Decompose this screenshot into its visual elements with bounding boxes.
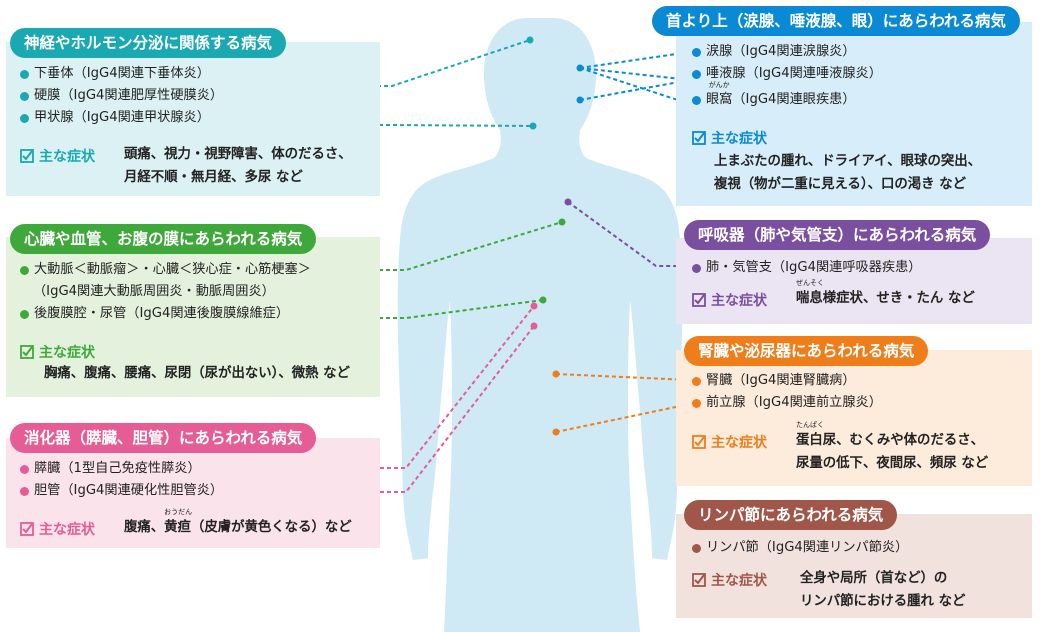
- panel-head-items: 涙腺（IgG4関連涙腺炎） 唾液腺（IgG4関連唾液腺炎） がんか眼窩（IgG4…: [692, 41, 882, 111]
- symptom-label: 主な症状: [20, 519, 95, 539]
- checkbox-icon: [692, 435, 706, 449]
- list-item: 甲状腺（IgG4関連甲状腺炎）: [20, 107, 223, 129]
- checkbox-icon: [20, 522, 34, 536]
- list-item: 膵臓（1型自己免疫性膵炎）: [20, 458, 223, 480]
- panel-hormone-items: 下垂体（IgG4関連下垂体炎） 硬膜（IgG4関連肥厚性硬膜炎） 甲状腺（IgG…: [20, 63, 223, 129]
- panel-hormone-title: 神経やホルモン分泌に関係する病気: [10, 28, 287, 58]
- list-item: 腎臓（IgG4関連腎臓病）: [692, 370, 882, 392]
- symptom-label: 主な症状: [20, 342, 95, 362]
- symptom-label: 主な症状: [20, 146, 95, 166]
- panel-digestive-symptoms: 腹痛、おうだん黄疸（皮膚が黄色くなる）など: [124, 508, 352, 535]
- list-item: 後腹膜腔・尿管（IgG4関連後腹膜線維症）: [20, 303, 311, 325]
- panel-head-title: 首より上（涙腺、唾液腺、眼）にあらわれる病気: [652, 6, 1020, 36]
- panel-respiratory-symptoms: ぜんそく喘息様症状、せき・たん など: [796, 279, 975, 306]
- panel-digestive-items: 膵臓（1型自己免疫性膵炎） 胆管（IgG4関連硬化性胆管炎）: [20, 458, 223, 502]
- panel-head: [676, 22, 1032, 206]
- panel-cardio-items: 大動脈＜動脈瘤＞・心臓＜狭心症・心筋梗塞＞ （IgG4関連大動脈周囲炎・動脈周囲…: [20, 259, 311, 325]
- symptom-label: 主な症状: [692, 128, 767, 148]
- panel-kidney-title: 腎臓や泌尿器にあらわれる病気: [684, 336, 929, 366]
- panel-respiratory-title: 呼吸器（肺や気管支）にあらわれる病気: [684, 220, 991, 250]
- list-item: 大動脈＜動脈瘤＞・心臓＜狭心症・心筋梗塞＞: [20, 259, 311, 281]
- checkbox-icon: [692, 293, 706, 307]
- panel-cardio-symptoms: 胸痛、腹痛、腰痛、尿閉（尿が出ない）、微熱 など: [44, 366, 350, 381]
- list-item: （IgG4関連大動脈周囲炎・動脈周囲炎）: [33, 284, 275, 299]
- checkbox-icon: [692, 573, 706, 587]
- panel-respiratory-items: 肺・気管支（IgG4関連呼吸器疾患）: [692, 257, 922, 279]
- panel-kidney-items: 腎臓（IgG4関連腎臓病） 前立腺（IgG4関連前立腺炎）: [692, 370, 882, 414]
- panel-hormone: [6, 42, 380, 196]
- panel-cardio-title: 心臓や血管、お腹の膜にあらわれる病気: [10, 224, 317, 254]
- list-item: 肺・気管支（IgG4関連呼吸器疾患）: [692, 257, 922, 279]
- panel-digestive: [6, 438, 380, 548]
- panel-head-symptoms: 上まぶたの腫れ、ドライアイ、眼球の突出、 複視（物が二重に見える）、口の渇き な…: [714, 154, 982, 192]
- list-item: 唾液腺（IgG4関連唾液腺炎）: [692, 63, 882, 85]
- panel-lymph-symptoms: 全身や局所（首など）の リンパ節における腫れ など: [800, 571, 966, 609]
- panel-lymph-title: リンパ節にあらわれる病気: [684, 500, 898, 530]
- list-item: 前立腺（IgG4関連前立腺炎）: [692, 392, 882, 414]
- list-item: 涙腺（IgG4関連涙腺炎）: [692, 41, 882, 63]
- panel-lymph: [676, 514, 1032, 618]
- list-item: がんか眼窩（IgG4関連眼疾患）: [692, 81, 882, 111]
- body-silhouette: [397, 18, 683, 632]
- panel-hormone-symptoms: 頭痛、視力・視野障害、体のだるさ、 月経不順・無月経、多尿 など: [124, 147, 352, 185]
- symptom-label: 主な症状: [692, 290, 767, 310]
- checkbox-icon: [20, 345, 34, 359]
- panel-cardio: [6, 237, 380, 397]
- list-item: 下垂体（IgG4関連下垂体炎）: [20, 63, 223, 85]
- panel-digestive-title: 消化器（膵臓、胆管）にあらわれる病気: [10, 423, 317, 453]
- list-item: 硬膜（IgG4関連肥厚性硬膜炎）: [20, 85, 223, 107]
- list-item: リンパ節（IgG4関連リンパ節炎）: [692, 537, 908, 559]
- symptom-label: 主な症状: [692, 432, 767, 452]
- symptom-label: 主な症状: [692, 570, 767, 590]
- panel-kidney-symptoms: たんぱく蛋白尿、むくみや体のだるさ、 尿量の低下、夜間尿、頻尿 など: [796, 421, 989, 471]
- list-item: 胆管（IgG4関連硬化性胆管炎）: [20, 480, 223, 502]
- panel-respiratory: [676, 238, 1032, 324]
- checkbox-icon: [692, 131, 706, 145]
- panel-kidney: [676, 350, 1032, 486]
- checkbox-icon: [20, 149, 34, 163]
- panel-lymph-items: リンパ節（IgG4関連リンパ節炎）: [692, 537, 908, 559]
